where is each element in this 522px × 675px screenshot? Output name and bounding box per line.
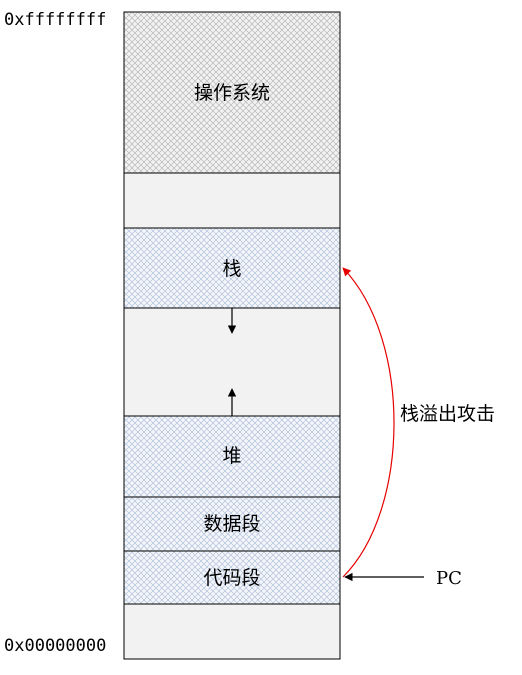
gap-segment — [123, 172, 341, 229]
attack-arrow — [342, 267, 395, 578]
bottom-segment — [123, 603, 341, 660]
pc-label: PC — [436, 568, 462, 589]
stack-segment — [123, 227, 341, 309]
data-segment — [123, 496, 341, 552]
data-segment-label: 数据段 — [203, 513, 260, 535]
code-segment — [123, 550, 341, 605]
os-segment-label: 操作系统 — [194, 82, 270, 104]
heap-segment-label: 堆 — [222, 445, 241, 467]
stack-segment-label: 栈 — [222, 258, 241, 280]
attack-label: 栈溢出攻击 — [400, 403, 495, 425]
top-address-label: 0xffffffff — [4, 10, 106, 30]
bottom-address-label: 0x00000000 — [4, 636, 106, 656]
heap-segment — [123, 415, 341, 498]
os-segment — [123, 11, 341, 174]
code-segment-label: 代码段 — [203, 567, 260, 589]
